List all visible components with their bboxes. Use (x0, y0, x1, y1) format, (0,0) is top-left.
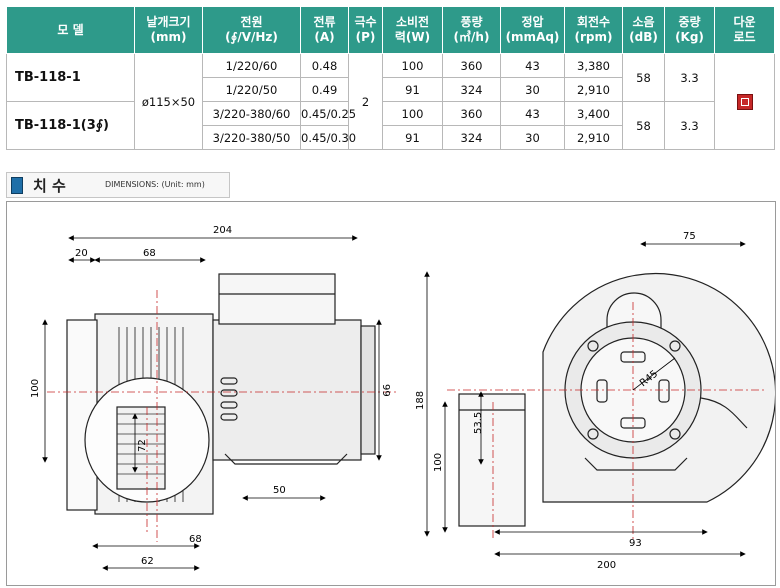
header-rpm: 회전수 (rpm) (564, 6, 623, 54)
header-pressure: 정압 (mmAq) (500, 6, 565, 54)
dim-204: 204 (213, 225, 232, 236)
dim-53-5: 53.5 (473, 412, 484, 434)
watt-cell: 100 (382, 101, 443, 126)
dim-200: 200 (597, 560, 616, 571)
watt-cell: 91 (382, 125, 443, 150)
dim-50: 50 (273, 485, 286, 496)
pressure-cell: 43 (500, 53, 565, 78)
header-airflow: 풍량 (㎥/h) (442, 6, 501, 54)
airflow-cell: 360 (442, 53, 501, 78)
dimensions-subtitle: DIMENSIONS: (Unit: mm) (105, 180, 205, 189)
dim-100-right: 100 (433, 453, 444, 472)
noise-cell: 58 (622, 101, 665, 150)
weight-cell: 3.3 (664, 53, 715, 102)
spec-table: 모 델 날개크기 (mm) 전원 (∮/V/Hz) 전류 (A) 극수 (P) … (6, 6, 775, 150)
table-row: TB-118-1(3∮) 3/220-380/60 0.45/0.25 100 … (6, 101, 775, 150)
dim-68: 68 (143, 248, 156, 259)
power-cell: 3/220-380/50 (202, 125, 301, 150)
header-current: 전류 (A) (300, 6, 349, 54)
model-name: TB-118-1 (6, 53, 135, 102)
airflow-cell: 360 (442, 101, 501, 126)
rpm-cell: 2,910 (564, 125, 623, 150)
dimensions-title: 치 수 (33, 177, 66, 195)
table-row: 1/220/50 0.49 91 324 30 2,910 (7, 77, 775, 102)
download-icon[interactable] (736, 93, 753, 110)
table-row: TB-118-1 ø115×50 1/220/60 0.48 2 100 360… (6, 53, 775, 150)
dimension-drawing: 204 20 68 100 99 72 50 68 62 (6, 201, 776, 586)
power-cell: 1/220/50 (202, 77, 301, 102)
dim-188: 188 (415, 391, 426, 410)
weight-cell: 3.3 (664, 101, 715, 150)
header-power: 전원 (∮/V/Hz) (202, 6, 301, 54)
download-cell (714, 53, 775, 150)
model-name: TB-118-1(3∮) (6, 101, 135, 150)
dim-99: 99 (380, 384, 391, 397)
dim-68-bottom: 68 (189, 534, 202, 545)
header-weight: 중량 (Kg) (664, 6, 715, 54)
table-row: 3/220-380/50 0.45/0.30 91 324 30 2,910 (7, 125, 775, 150)
dim-62: 62 (141, 556, 154, 567)
dim-75: 75 (683, 231, 696, 242)
rpm-cell: 3,400 (564, 101, 623, 126)
current-cell: 0.48 (300, 53, 349, 78)
header-blade: 날개크기 (mm) (134, 6, 203, 54)
front-view (458, 272, 775, 527)
power-cell: 1/220/60 (202, 53, 301, 78)
header-model: 모 델 (6, 6, 135, 54)
dim-93: 93 (629, 538, 642, 549)
blade-size: ø115×50 (134, 53, 203, 150)
header-watt: 소비전 력(W) (382, 6, 443, 54)
table-header-row: 모 델 날개크기 (mm) 전원 (∮/V/Hz) 전류 (A) 극수 (P) … (6, 6, 775, 54)
current-cell: 0.45/0.30 (300, 125, 356, 150)
section-marker-icon (11, 177, 23, 194)
dim-100-left: 100 (30, 379, 41, 398)
pressure-cell: 30 (500, 125, 565, 150)
dim-20: 20 (75, 248, 88, 259)
dim-72: 72 (137, 439, 148, 452)
power-cell: 3/220-380/60 (202, 101, 301, 126)
header-noise: 소음 (dB) (622, 6, 665, 54)
airflow-cell: 324 (442, 77, 501, 102)
side-view (66, 273, 376, 515)
airflow-cell: 324 (442, 125, 501, 150)
poles-cell: 2 (348, 53, 383, 150)
pressure-cell: 30 (500, 77, 565, 102)
pressure-cell: 43 (500, 101, 565, 126)
header-download: 다운 로드 (714, 6, 775, 54)
rpm-cell: 2,910 (564, 77, 623, 102)
header-poles: 극수 (P) (348, 6, 383, 54)
current-cell: 0.45/0.25 (300, 101, 356, 126)
dimensions-header: 치 수 DIMENSIONS: (Unit: mm) (6, 172, 230, 198)
current-cell: 0.49 (300, 77, 349, 102)
watt-cell: 91 (382, 77, 443, 102)
rpm-cell: 3,380 (564, 53, 623, 78)
watt-cell: 100 (382, 53, 443, 78)
noise-cell: 58 (622, 53, 665, 102)
